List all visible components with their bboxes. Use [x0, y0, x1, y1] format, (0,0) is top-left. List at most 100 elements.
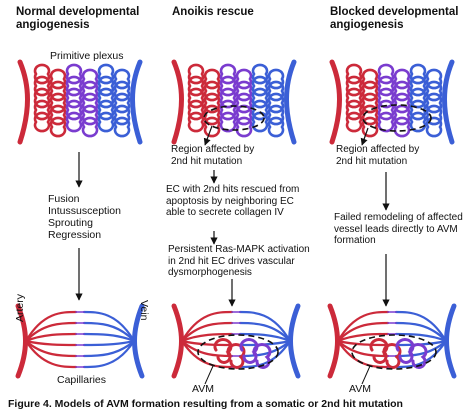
arteriole [180, 310, 234, 343]
col2-avm-pointer [204, 365, 214, 385]
plexus-loop [113, 116, 131, 138]
vein-label: Vein [138, 300, 150, 321]
col1-primitive-plexus [17, 59, 143, 145]
arteriole [180, 339, 234, 347]
plexus-loop [267, 68, 285, 90]
plexus-loop [393, 116, 411, 138]
venule [82, 339, 136, 347]
col2-remodeled-network [171, 303, 301, 379]
col2-avm-label: AVM [192, 383, 214, 395]
plexus-loop [33, 99, 51, 121]
plexus-loop [345, 111, 363, 133]
col3-primitive-plexus [329, 59, 455, 145]
col3-avm-label: AVM [349, 383, 371, 395]
plexus-loop [409, 63, 427, 85]
arteriole [24, 332, 78, 343]
plexus-loop [203, 116, 221, 138]
venule [238, 310, 292, 343]
plexus-loop [113, 80, 131, 102]
col2-arrow-1 [203, 125, 213, 146]
col2-affected-region-ellipse [203, 105, 265, 131]
venule [238, 321, 292, 343]
col3-note-region: Region affected by 2nd hit mutation [336, 144, 420, 167]
plexus-loop [49, 104, 67, 126]
arteriole [24, 321, 78, 343]
artery-trunk [171, 303, 184, 379]
primitive-plexus-label: Primitive plexus [50, 50, 124, 62]
plexus-loop [219, 99, 237, 121]
plexus-loop [361, 80, 379, 102]
plexus-loop [251, 75, 269, 97]
plexus-loop [267, 104, 285, 126]
col3-avm-tangle [369, 338, 428, 369]
plexus-loop [251, 87, 269, 109]
vein-trunk [130, 59, 143, 145]
avm-loop [226, 343, 246, 369]
plexus-loop [219, 75, 237, 97]
artery-label: Artery [14, 293, 26, 322]
venule [82, 310, 136, 343]
col2-avm-tangle [213, 338, 272, 369]
plexus-loop [361, 92, 379, 114]
plexus-loop [251, 63, 269, 85]
artery-trunk [329, 59, 342, 145]
venule [82, 332, 136, 343]
plexus-loop [393, 80, 411, 102]
step-regression: Regression [48, 229, 102, 241]
arteriole [24, 339, 78, 369]
plexus-loop [97, 75, 115, 97]
plexus-loop [187, 111, 205, 133]
plexus-loop [65, 111, 83, 133]
venule [82, 321, 136, 343]
col1-title: Normal developmental angiogenesis [16, 6, 166, 32]
arteriole [336, 339, 390, 347]
plexus-loop [345, 63, 363, 85]
plexus-loop [65, 75, 83, 97]
plexus-loop [235, 92, 253, 114]
col3-affected-region-ellipse [362, 104, 432, 132]
plexus-loop [33, 87, 51, 109]
plexus-loop [49, 68, 67, 90]
plexus-loop [251, 111, 269, 133]
plexus-loop [33, 63, 51, 85]
arteriole [24, 339, 78, 358]
artery-trunk [327, 303, 340, 379]
col2-avm-ellipse [197, 334, 279, 370]
plexus-loop [33, 75, 51, 97]
vein-trunk [288, 303, 301, 379]
col3-note-failed-remodeling: Failed remodeling of affected vessel lea… [334, 212, 463, 246]
plexus-loop [203, 68, 221, 90]
avm-loop [252, 343, 272, 369]
plexus-loop [377, 87, 395, 109]
plexus-loop [97, 111, 115, 133]
plexus-loop [65, 99, 83, 121]
plexus-loop [345, 87, 363, 109]
step-sprouting: Sprouting [48, 217, 93, 229]
plexus-loop [203, 80, 221, 102]
plexus-loop [267, 92, 285, 114]
plexus-loop [219, 87, 237, 109]
col3-remodeled-network [327, 303, 457, 379]
step-intussusception: Intussusception [48, 205, 121, 217]
venule [394, 310, 448, 343]
plexus-loop [235, 80, 253, 102]
plexus-loop [361, 116, 379, 138]
col3-title: Blocked developmental angiogenesis [330, 6, 474, 32]
plexus-loop [113, 68, 131, 90]
plexus-loop [187, 63, 205, 85]
plexus-loop [345, 99, 363, 121]
plexus-loop [113, 92, 131, 114]
col3-avm-pointer [361, 365, 371, 385]
venule [82, 339, 136, 369]
venule [238, 339, 292, 369]
col1-steps: Fusion Intussusception Sprouting Regress… [48, 193, 121, 241]
plexus-loop [267, 116, 285, 138]
plexus-loop [81, 80, 99, 102]
venule [394, 339, 448, 369]
col3-avm-ellipse [351, 334, 437, 370]
plexus-loop [409, 111, 427, 133]
figure-caption: Figure 4. Models of AVM formation result… [8, 398, 403, 410]
plexus-loop [97, 87, 115, 109]
plexus-loop [425, 80, 443, 102]
plexus-loop [235, 104, 253, 126]
